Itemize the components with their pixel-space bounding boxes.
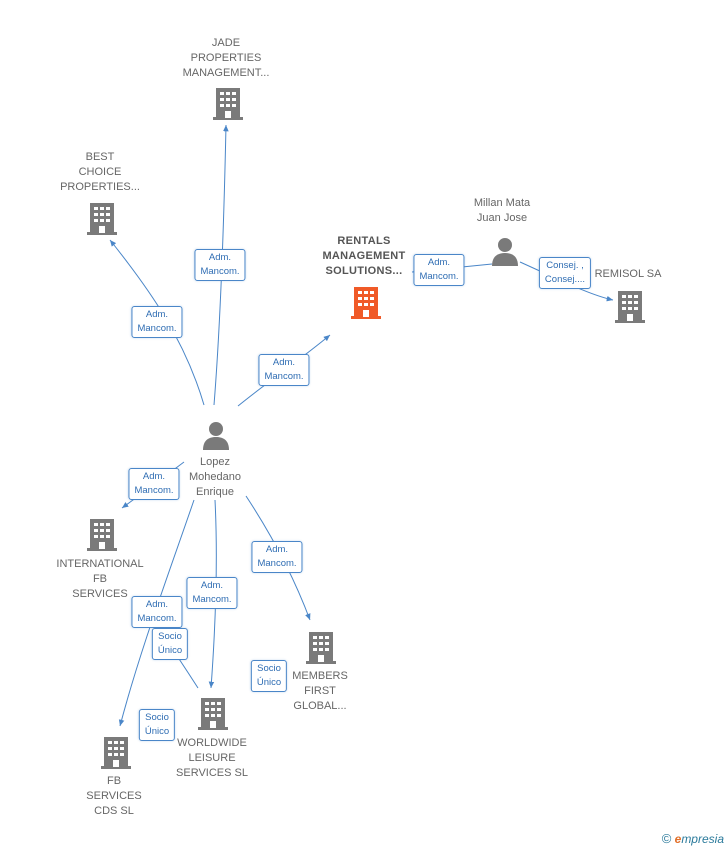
edge-label-socio-members[interactable]: Socio Único: [250, 660, 288, 692]
rentals-label[interactable]: RENTALS MANAGEMENT SOLUTIONS...: [322, 235, 406, 277]
edge-label-lopez-best[interactable]: Adm. Mancom.: [131, 306, 183, 338]
fbcds-label[interactable]: FB SERVICES CDS SL: [86, 775, 142, 817]
brand-initial: e: [674, 832, 682, 846]
edge-label-lopez-fbcds[interactable]: Adm. Mancom.: [131, 596, 183, 628]
edge-label-millan-remisol[interactable]: Consej. , Consej....: [538, 257, 592, 289]
copyright-symbol: ©: [661, 831, 672, 846]
jade-building-icon[interactable]: [212, 86, 244, 120]
empresia-logo: © empresia: [662, 831, 724, 846]
edge-label-millan-rentals[interactable]: Adm. Mancom.: [413, 254, 465, 286]
edge-label-lopez-worldwide[interactable]: Adm. Mancom.: [186, 577, 238, 609]
edge-label-lopez-rentals[interactable]: Adm. Mancom.: [258, 354, 310, 386]
international-building-icon[interactable]: [86, 517, 118, 551]
lopez-label[interactable]: Lopez Mohedano Enrique: [189, 456, 241, 498]
worldwide-building-icon[interactable]: [197, 696, 229, 730]
edge-label-socio-fbcds[interactable]: Socio Único: [138, 709, 176, 741]
best-building-icon[interactable]: [86, 201, 118, 235]
international-label[interactable]: INTERNATIONAL FB SERVICES: [56, 558, 144, 600]
edge-label-lopez-jade[interactable]: Adm. Mancom.: [194, 249, 246, 281]
millan-person-icon[interactable]: [490, 236, 520, 266]
best-label[interactable]: BEST CHOICE PROPERTIES...: [60, 151, 140, 193]
jade-label[interactable]: JADE PROPERTIES MANAGEMENT...: [182, 37, 270, 79]
edge-label-lopez-members[interactable]: Adm. Mancom.: [251, 541, 303, 573]
edge-label-socio-worldwide[interactable]: Socio Único: [151, 628, 189, 660]
brand-name: mpresia: [681, 832, 724, 846]
worldwide-label[interactable]: WORLDWIDE LEISURE SERVICES SL: [176, 737, 248, 779]
lopez-person-icon[interactable]: [201, 420, 231, 450]
remisol-label[interactable]: REMISOL SA: [594, 268, 662, 280]
edge-label-lopez-international[interactable]: Adm. Mancom.: [128, 468, 180, 500]
fbcds-building-icon[interactable]: [100, 735, 132, 769]
members-building-icon[interactable]: [305, 630, 337, 664]
remisol-building-icon[interactable]: [614, 289, 646, 323]
rentals-building-icon[interactable]: [350, 285, 382, 319]
millan-label[interactable]: Millan Mata Juan Jose: [473, 197, 531, 224]
members-label[interactable]: MEMBERS FIRST GLOBAL...: [292, 670, 348, 712]
